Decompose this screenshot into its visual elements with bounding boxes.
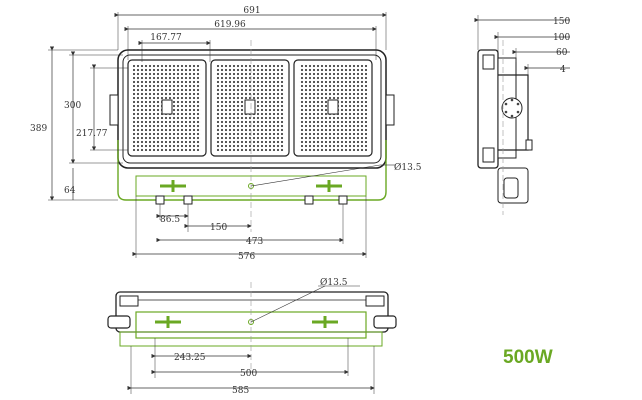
led-module-left (127, 59, 207, 157)
dim-side-60: 60 (556, 48, 568, 58)
dim-side-4: 4 (560, 65, 566, 75)
dim-150: 150 (210, 223, 227, 233)
hole-callout-bottom: Ø13.5 (320, 277, 348, 288)
dim-243-25: 243.25 (174, 353, 206, 363)
dim-619-96: 619.96 (214, 20, 246, 30)
dim-side-150: 150 (553, 17, 570, 27)
mounting-bracket (117, 140, 387, 201)
front-view: 691 619.96 167.77 389 300 217.77 64 Ø13.… (30, 6, 422, 262)
led-module-center (210, 59, 290, 157)
dim-473: 473 (246, 237, 263, 247)
dim-217-77: 217.77 (76, 129, 108, 139)
dim-389: 389 (30, 124, 47, 134)
bottom-view: Ø13.5 243.25 500 585 (107, 277, 397, 396)
dim-576: 576 (238, 252, 255, 262)
dim-585: 585 (232, 386, 249, 396)
side-view: 150 100 60 4 (474, 15, 570, 215)
dim-side-100: 100 (553, 33, 570, 43)
dim-167-77: 167.77 (150, 33, 182, 43)
power-label: 500W (503, 347, 553, 368)
dim-86-5: 86.5 (160, 215, 180, 225)
led-module-right (293, 59, 373, 157)
dim-691: 691 (243, 6, 260, 16)
dim-300: 300 (64, 101, 81, 111)
dim-64: 64 (64, 186, 76, 196)
hole-callout-front: Ø13.5 (394, 162, 422, 173)
dim-500: 500 (240, 369, 257, 379)
